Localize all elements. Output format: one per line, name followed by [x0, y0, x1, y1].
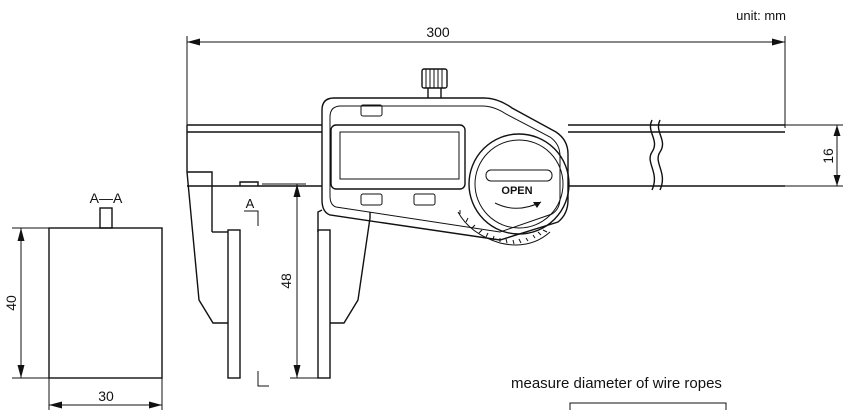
section-title: A—A: [90, 190, 123, 206]
beam-height-value: 16: [820, 148, 836, 164]
sliding-jaw: [317, 209, 371, 379]
section-stem: [99, 207, 113, 229]
beam-height-dimension: 16: [785, 124, 843, 187]
caption-frame: [569, 402, 727, 410]
mode-button: [413, 193, 436, 206]
hold-button: [360, 104, 383, 117]
fixed-jaw: [186, 125, 259, 379]
section-width-value: 30: [98, 388, 114, 404]
display-unit: OPEN: [321, 97, 570, 246]
section-height-value: 40: [3, 295, 19, 311]
section-view: A—A 40 30: [3, 190, 163, 410]
lcd-frame: [330, 124, 466, 190]
section-jaw: [48, 227, 163, 379]
open-label: OPEN: [501, 185, 532, 197]
jaw-depth-dimension: 48: [262, 183, 318, 379]
total-length-dimension: 300: [186, 24, 786, 128]
zero-button: [360, 193, 383, 206]
lcd-screen: [339, 131, 460, 180]
thumb-wheel: [457, 210, 551, 246]
jaw-depth-value: 48: [278, 273, 294, 289]
section-marker-letter: A: [246, 196, 255, 211]
caliper-beam: [187, 119, 785, 191]
total-length-value: 300: [426, 24, 450, 40]
adjustment-knob: [421, 68, 448, 98]
section-marker: A: [244, 196, 269, 387]
caption: measure diameter of wire ropes: [511, 375, 722, 392]
battery-cover: [468, 133, 570, 235]
unit-label: unit: mm: [736, 8, 786, 23]
coin-slot: [485, 169, 553, 182]
